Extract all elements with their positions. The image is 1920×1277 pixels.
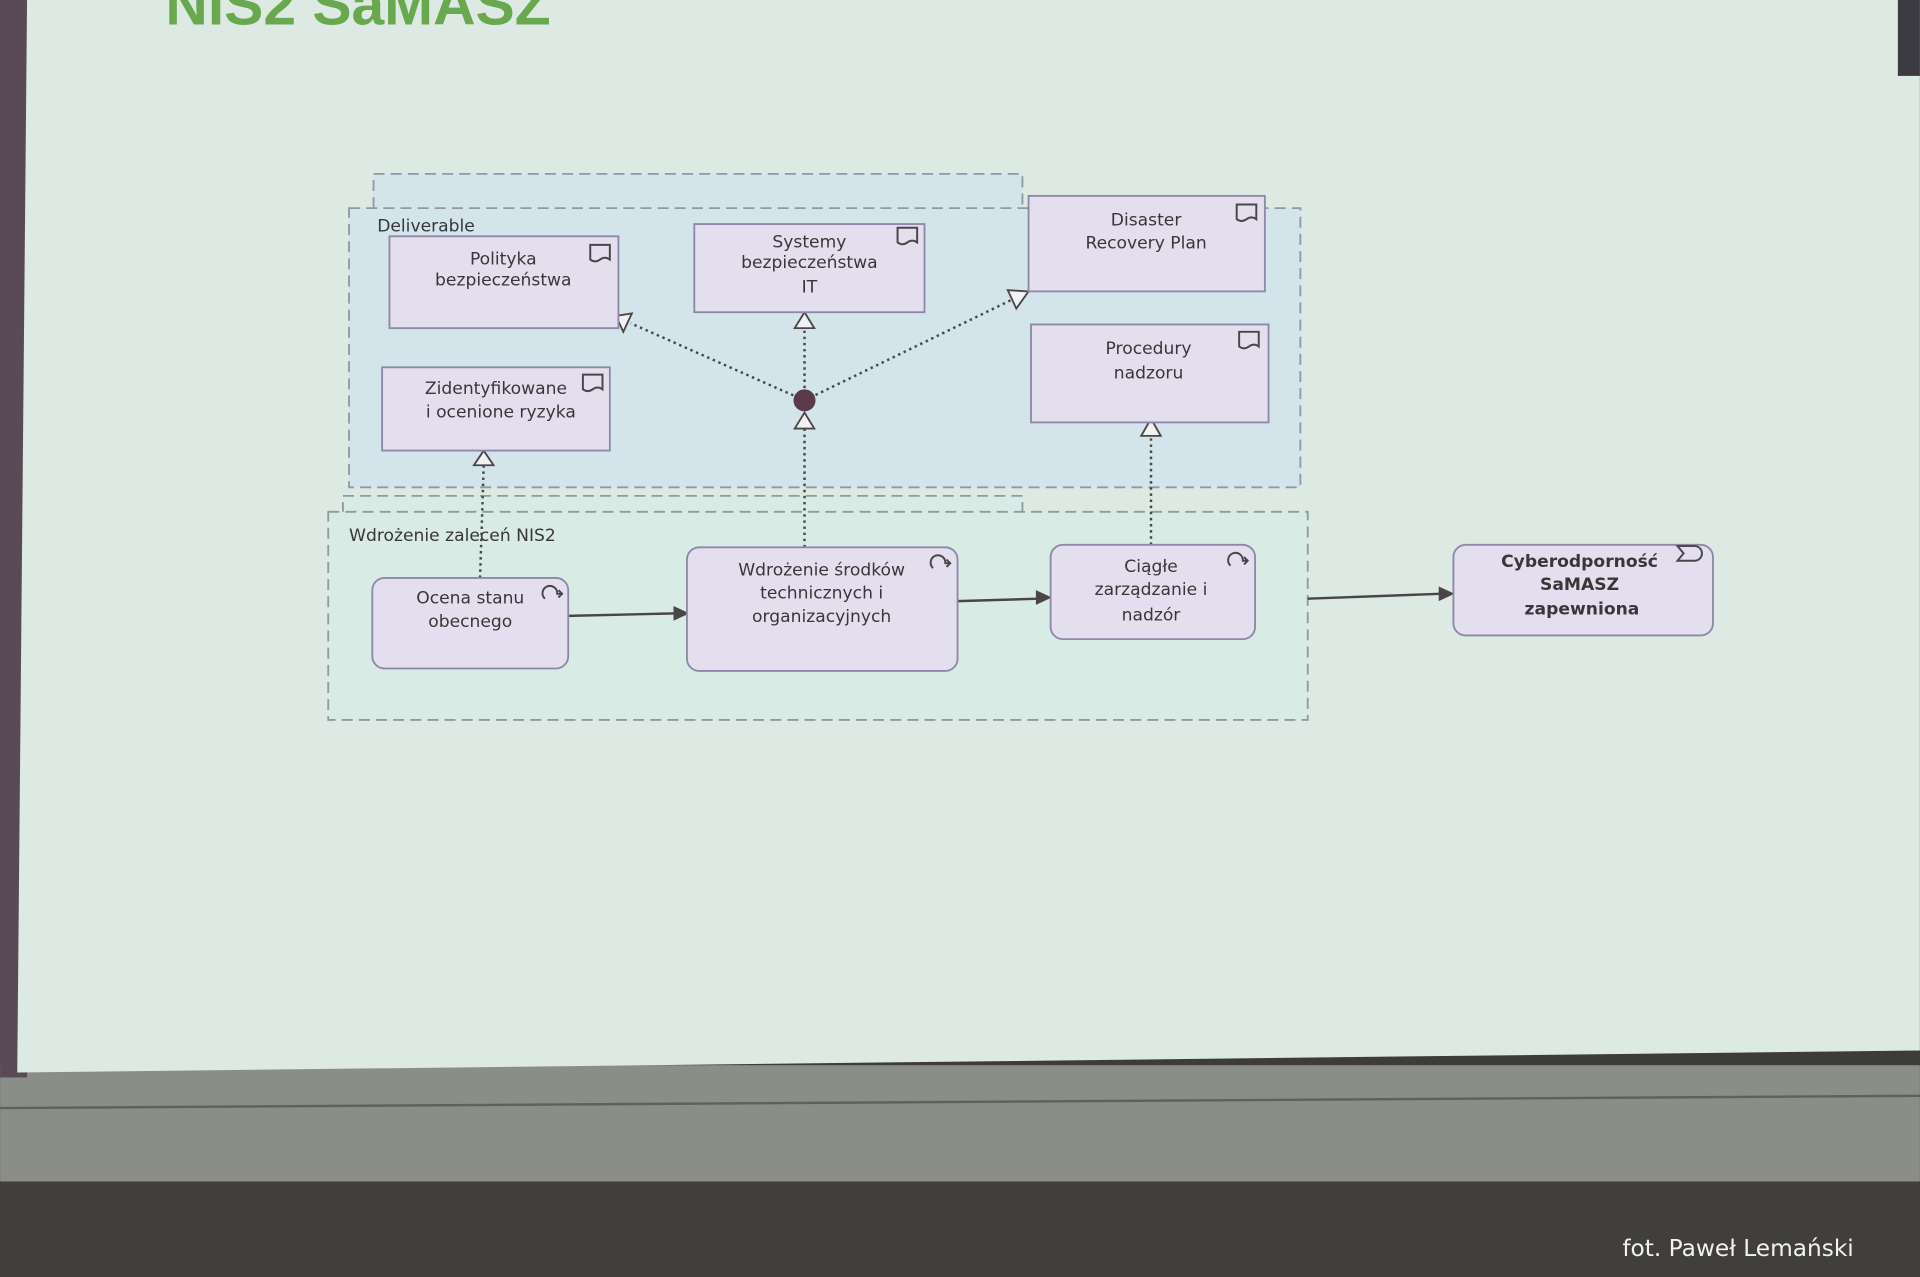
realization-junction-polityka <box>630 322 806 402</box>
label-line: Procedury <box>1106 339 1192 359</box>
realization-ocena-ryzyka <box>478 465 485 578</box>
arrowhead <box>793 410 816 430</box>
label-line: zarządzanie i <box>1095 580 1208 600</box>
process-ocena[interactable]: Ocena stanu obecnego <box>371 576 570 670</box>
deliverable-procedury[interactable]: Procedury nadzoru <box>1030 323 1270 424</box>
arrowhead <box>1139 416 1163 437</box>
deliverable-drp[interactable]: Disaster Recovery Plan <box>1027 194 1266 293</box>
screen-frame-bottom <box>0 1065 1920 1182</box>
label-line: bezpieczeństwa <box>741 253 878 273</box>
label-line: i ocenione ryzyka <box>426 403 576 423</box>
triggering-ciagle-cyber <box>1307 592 1440 600</box>
arrowhead <box>1006 289 1031 311</box>
group-label: Wdrożenie zaleceń NIS2 <box>349 526 556 546</box>
label-bg <box>345 520 579 545</box>
frame-line <box>0 1094 1920 1110</box>
deliverable-systemy[interactable]: Systemy bezpieczeństwa IT <box>693 223 926 314</box>
floor-strip <box>0 1181 1920 1277</box>
deliverable-ryzyka[interactable]: Zidentyfikowane i ocenione ryzyka <box>381 366 611 452</box>
junction-dot <box>793 389 816 412</box>
label-line: Zidentyfikowane <box>425 379 567 399</box>
arrowhead <box>1438 586 1455 602</box>
label-line: Recovery Plan <box>1085 234 1206 254</box>
label-line: organizacyjnych <box>752 607 891 627</box>
group-tab <box>372 172 1024 212</box>
corner-device <box>1897 0 1920 76</box>
relations <box>472 289 1455 621</box>
label-line: zapewniona <box>1525 600 1640 620</box>
slide-title: NIS2 SaMASZ <box>165 0 550 37</box>
label-line: Wdrożenie środków <box>738 560 905 580</box>
label-line: bezpieczeństwa <box>435 270 572 290</box>
process-wdrozenie[interactable]: Wdrożenie środków technicznych i organiz… <box>686 546 959 672</box>
label-line: nadzór <box>1122 606 1182 626</box>
triggering-wdrozenie-ciagle <box>957 597 1039 603</box>
arrowhead <box>614 312 634 334</box>
realization-junction-drp <box>803 297 1015 402</box>
event-cyberodpornosc[interactable]: Cyberodporność SaMASZ zapewniona <box>1452 543 1714 637</box>
arrowhead <box>1035 590 1052 605</box>
deliverable-polityka[interactable]: Polityka bezpieczeństwa <box>388 235 620 330</box>
arrowhead <box>793 310 816 330</box>
label-line: nadzoru <box>1114 363 1184 383</box>
label-line: technicznych i <box>760 584 883 604</box>
label-line: IT <box>802 278 818 298</box>
label-line: Ciągłe <box>1124 557 1177 577</box>
label-line: obecnego <box>428 612 512 632</box>
arrowhead <box>673 606 690 621</box>
arrowhead <box>472 448 496 467</box>
process-ciagle[interactable]: Ciągłe zarządzanie i nadzór <box>1049 543 1256 641</box>
label-line: Disaster <box>1111 210 1183 230</box>
triggering-ocena-wdrozenie <box>568 612 676 618</box>
photo-credit: fot. Paweł Lemański <box>1622 1235 1853 1262</box>
label-line: SaMASZ <box>1540 575 1619 595</box>
label-line: Polityka <box>470 249 537 269</box>
group-label: Deliverable <box>377 216 475 236</box>
label-line: Systemy <box>772 232 846 252</box>
label-line: Cyberodporność <box>1501 552 1658 572</box>
label-line: Ocena stanu <box>416 589 524 609</box>
